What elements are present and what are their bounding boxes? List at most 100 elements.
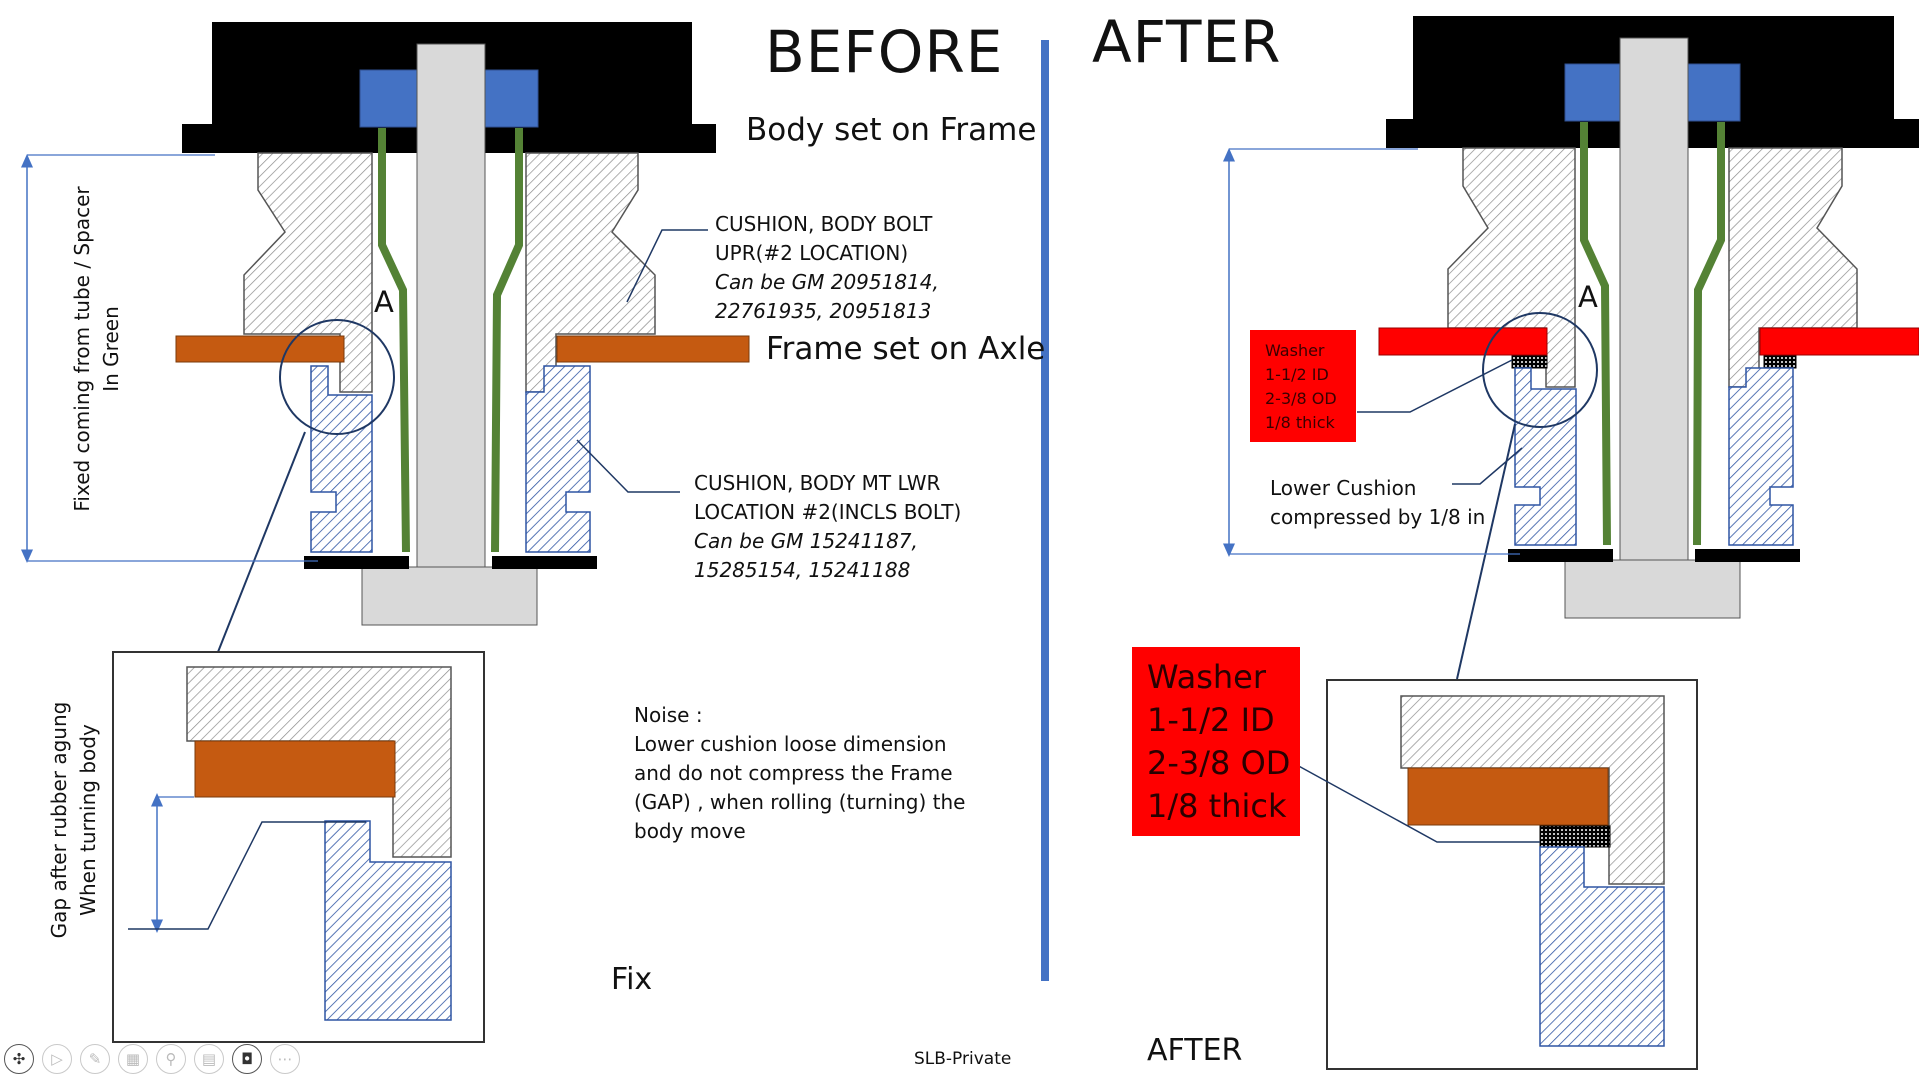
noise-line5: body move bbox=[634, 819, 746, 843]
bottom-washer-left bbox=[1508, 549, 1613, 562]
dimension-label-line1: Fixed coming from tube / Spacer bbox=[70, 186, 94, 512]
washer-plate-left bbox=[1378, 327, 1548, 356]
lower-cushion-left bbox=[310, 365, 373, 553]
slides-icon[interactable]: ▦ bbox=[118, 1044, 148, 1074]
spacer-tube-left bbox=[1580, 122, 1611, 546]
detail-frame bbox=[194, 740, 396, 798]
after-assembly bbox=[1223, 16, 1919, 1070]
noise-line1: Noise : bbox=[634, 703, 703, 727]
lower-cushion-line4: 15285154, 15241188 bbox=[694, 558, 911, 582]
lower-cushion-right bbox=[525, 365, 591, 553]
lower-cushion-note-line1: Lower Cushion bbox=[1270, 476, 1417, 500]
washer-large-line1: Washer bbox=[1147, 658, 1266, 696]
bottom-washer-right bbox=[492, 556, 597, 569]
lower-cushion-note-line2: compressed by 1/8 in bbox=[1270, 505, 1486, 529]
upper-cushion-line3: Can be GM 20951814, bbox=[715, 270, 939, 294]
noise-note: Noise : Lower cushion loose dimension an… bbox=[634, 701, 965, 846]
detail-upper-cushion bbox=[1400, 695, 1665, 885]
dimension-label-line2: In Green bbox=[99, 306, 123, 392]
slideshow-toolbar: ✣ ▷ ✎ ▦ ⚲ ▤ ◘ ⋯ bbox=[4, 1044, 300, 1074]
spacer-tube-left bbox=[378, 128, 410, 553]
washer-large-line4: 1/8 thick bbox=[1147, 787, 1287, 825]
detail-callout-circle bbox=[279, 319, 395, 435]
detail-lower-cushion bbox=[324, 820, 452, 1021]
lower-cushion-left bbox=[1514, 367, 1577, 546]
blue-insert-right bbox=[479, 69, 539, 128]
bolt-head bbox=[1564, 559, 1741, 619]
blue-insert-left bbox=[359, 69, 419, 128]
blue-insert-left bbox=[1564, 63, 1624, 122]
section-divider bbox=[1041, 40, 1049, 981]
washer-small-line2: 1-1/2 ID bbox=[1265, 365, 1329, 384]
bolt-head bbox=[361, 566, 538, 626]
bolt-shaft bbox=[1619, 37, 1689, 563]
washer-shim-left bbox=[1511, 355, 1548, 369]
washer-small-line1: Washer bbox=[1265, 341, 1325, 360]
lower-cushion-note-leader bbox=[1452, 447, 1523, 485]
gap-leader bbox=[128, 821, 366, 930]
noise-line2: Lower cushion loose dimension bbox=[634, 732, 947, 756]
blue-insert-right bbox=[1681, 63, 1741, 122]
bottom-washer-left bbox=[304, 556, 409, 569]
washer-large-callout: Washer 1-1/2 ID 2-3/8 OD 1/8 thick bbox=[1132, 647, 1300, 836]
upper-cushion-callout: CUSHION, BODY BOLT UPR(#2 LOCATION) Can … bbox=[715, 210, 939, 326]
before-point-a-label: A bbox=[374, 285, 394, 319]
washer-small-line4: 1/8 thick bbox=[1265, 413, 1335, 432]
lower-cushion-line2: LOCATION #2(INCLS BOLT) bbox=[694, 500, 962, 524]
detail-lower-cushion bbox=[1539, 846, 1665, 1047]
pen-icon[interactable]: ✎ bbox=[80, 1044, 110, 1074]
lower-cushion-right bbox=[1728, 367, 1794, 546]
lower-cushion-leader bbox=[576, 439, 680, 493]
after-title: AFTER bbox=[1092, 8, 1282, 76]
play-icon[interactable]: ▷ bbox=[42, 1044, 72, 1074]
detail-upper-cushion bbox=[186, 666, 452, 858]
washer-plate-right bbox=[1759, 327, 1919, 356]
detail-frame bbox=[1407, 767, 1609, 826]
subtitles-icon[interactable]: ▤ bbox=[194, 1044, 224, 1074]
gap-label-line2: When turning body bbox=[76, 724, 100, 916]
washer-shim-right bbox=[1763, 355, 1797, 369]
after-bottom-label: AFTER bbox=[1147, 1033, 1243, 1068]
washer-small-line3: 2-3/8 OD bbox=[1265, 389, 1337, 408]
lower-cushion-note: Lower Cushion compressed by 1/8 in bbox=[1270, 474, 1485, 532]
noise-line3: and do not compress the Frame bbox=[634, 761, 953, 785]
spacer-tube-right bbox=[1693, 122, 1725, 546]
frame-plate-left bbox=[175, 335, 345, 363]
camera-icon[interactable]: ◘ bbox=[232, 1044, 262, 1074]
spacer-tube-right bbox=[491, 128, 523, 553]
lower-cushion-line3: Can be GM 15241187, bbox=[694, 529, 918, 553]
bolt-shaft bbox=[416, 43, 486, 569]
washer-small-callout: Washer 1-1/2 ID 2-3/8 OD 1/8 thick bbox=[1250, 330, 1356, 442]
lower-cushion-callout: CUSHION, BODY MT LWR LOCATION #2(INCLS B… bbox=[694, 469, 961, 585]
upper-cushion-line1: CUSHION, BODY BOLT bbox=[715, 212, 933, 236]
upper-cushion-leader bbox=[626, 229, 708, 303]
detail-leader bbox=[1456, 423, 1516, 680]
body-set-on-frame-label: Body set on Frame bbox=[746, 112, 1037, 148]
lower-cushion-line1: CUSHION, BODY MT LWR bbox=[694, 471, 941, 495]
washer-large-line2: 1-1/2 ID bbox=[1147, 701, 1275, 739]
upper-cushion-line2: UPR(#2 LOCATION) bbox=[715, 241, 909, 265]
upper-cushion-left bbox=[243, 152, 373, 393]
more-icon[interactable]: ⋯ bbox=[270, 1044, 300, 1074]
upper-cushion-line4: 22761935, 20951813 bbox=[715, 299, 932, 323]
zoom-icon[interactable]: ⚲ bbox=[156, 1044, 186, 1074]
before-assembly bbox=[21, 22, 750, 1043]
dimension-label: Fixed coming from tube / Spacer In Green bbox=[68, 184, 126, 514]
noise-line4: (GAP) , when rolling (turning) the bbox=[634, 790, 966, 814]
fix-label: Fix bbox=[611, 962, 653, 997]
pointer-icon[interactable]: ✣ bbox=[4, 1044, 34, 1074]
bottom-washer-right bbox=[1695, 549, 1800, 562]
before-title: BEFORE bbox=[765, 18, 1004, 86]
washer-large-line3: 2-3/8 OD bbox=[1147, 744, 1291, 782]
detail-leader bbox=[217, 431, 306, 653]
frame-set-on-axle-label: Frame set on Axle bbox=[766, 331, 1046, 367]
classification-label: SLB-Private bbox=[914, 1049, 1012, 1069]
frame-plate-right bbox=[556, 335, 750, 363]
detail-callout-circle bbox=[1482, 312, 1598, 428]
gap-label-line1: Gap after rubber agung bbox=[47, 701, 71, 939]
washer-small-leader bbox=[1357, 359, 1513, 413]
washer-large-leader bbox=[1294, 763, 1540, 843]
detail-washer-shim bbox=[1539, 825, 1611, 848]
gap-label: Gap after rubber agung When turning body bbox=[45, 700, 103, 940]
